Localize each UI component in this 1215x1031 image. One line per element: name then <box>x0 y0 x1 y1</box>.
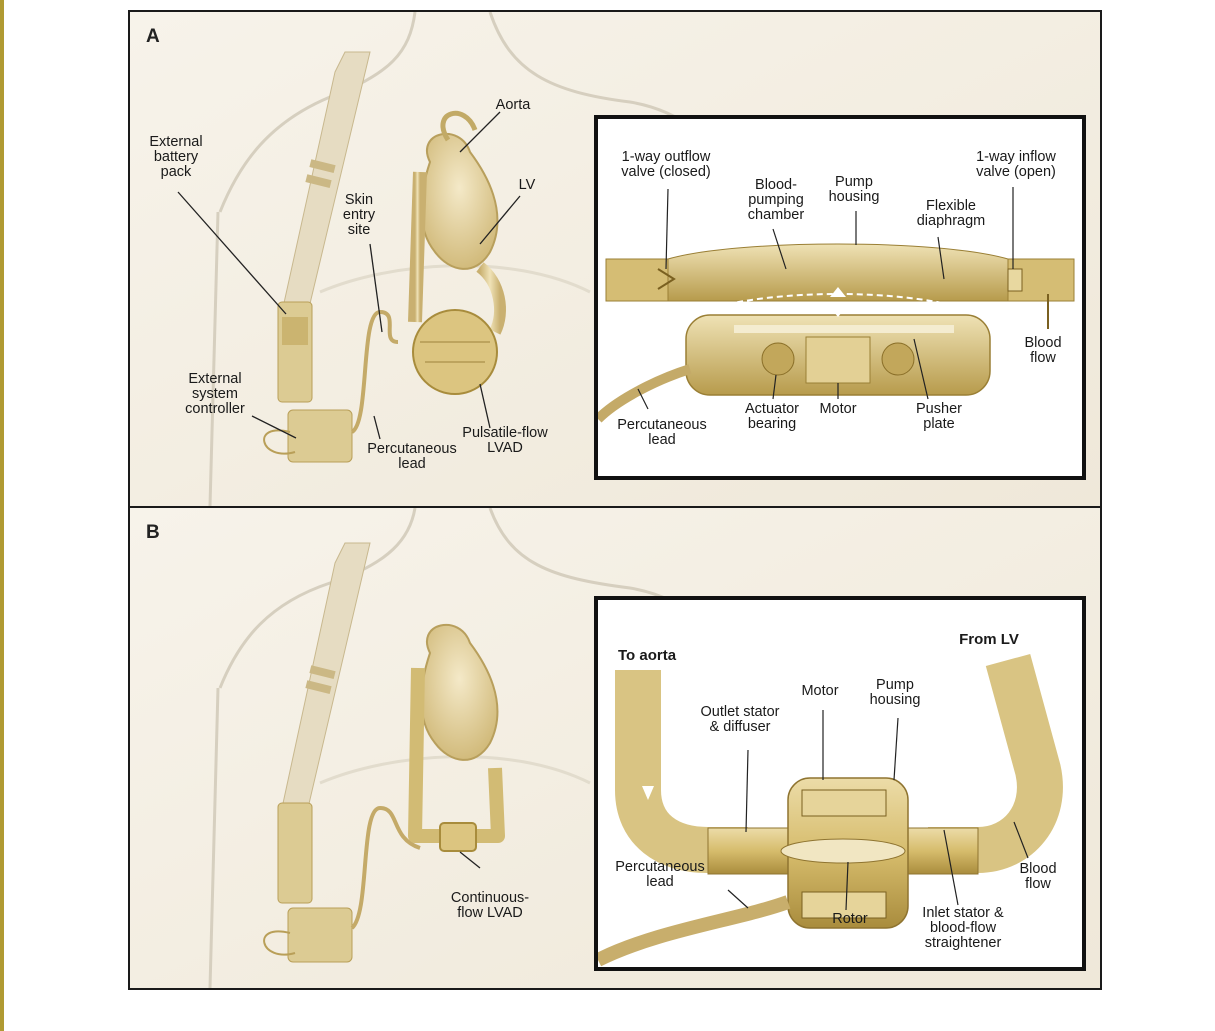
motor-top <box>802 790 886 816</box>
system-controller <box>288 410 352 462</box>
label-battery-pack: External battery pack <box>136 135 216 180</box>
label-external-system-controller: External system controller <box>170 372 260 417</box>
label-actuator-bearing: Actuator bearing <box>732 402 812 432</box>
page-margin-rule <box>0 0 4 1031</box>
label-from-lv: From LV <box>944 632 1034 647</box>
actuator-bearing-right <box>882 343 914 375</box>
inset-percutaneous-lead <box>598 369 690 419</box>
label-aorta: Aorta <box>483 98 543 113</box>
label-blood-flow-b: Blood flow <box>1008 862 1068 892</box>
label-lv: LV <box>507 178 547 193</box>
label-pump-housing: Pump housing <box>824 175 884 205</box>
panel-b: B Continuous- flow LVAD <box>130 508 1100 988</box>
pusher-plate <box>734 325 954 333</box>
outflow-conduit <box>415 172 420 322</box>
motor-block <box>806 337 870 383</box>
system-controller-b <box>288 908 352 962</box>
panel-a-letter: A <box>146 26 160 48</box>
label-pump-housing-b: Pump housing <box>860 678 930 708</box>
label-blood-pumping-chamber: Blood- pumping chamber <box>736 178 816 223</box>
label-inset-b-percutaneous-lead: Percutaneous lead <box>600 860 720 890</box>
label-motor: Motor <box>813 402 863 417</box>
rotor <box>781 839 905 863</box>
label-inset-percutaneous-lead: Percutaneous lead <box>602 418 722 448</box>
panel-a: A External battery pack Skin entry site … <box>130 12 1100 508</box>
inset-b-percutaneous-lead <box>598 902 788 960</box>
panel-b-letter: B <box>146 522 160 544</box>
continuous-lvad-inset: To aorta From LV Motor Pump housing Outl… <box>594 596 1086 971</box>
inflow-valve <box>1008 269 1022 291</box>
label-outflow-valve: 1-way outflow valve (closed) <box>606 150 726 180</box>
label-to-aorta: To aorta <box>618 648 718 663</box>
label-inflow-valve: 1-way inflow valve (open) <box>958 150 1074 180</box>
continuous-flow-pump <box>440 823 476 851</box>
label-pusher-plate: Pusher plate <box>904 402 974 432</box>
battery-pack-b <box>278 803 312 903</box>
label-flexible-diaphragm: Flexible diaphragm <box>906 199 996 229</box>
label-pulsatile-flow-lvad: Pulsatile-flow LVAD <box>450 426 560 456</box>
lvad-figure: A External battery pack Skin entry site … <box>128 10 1102 990</box>
label-blood-flow: Blood flow <box>1018 336 1068 366</box>
label-rotor: Rotor <box>820 912 880 927</box>
label-outlet-stator: Outlet stator & diffuser <box>690 705 790 735</box>
lv-elbow <box>928 660 1040 850</box>
label-motor-b: Motor <box>790 684 850 699</box>
battery-cell <box>282 317 308 345</box>
label-inlet-stator: Inlet stator & blood-flow straightener <box>908 906 1018 951</box>
label-continuous-flow-lvad: Continuous- flow LVAD <box>435 891 545 921</box>
label-skin-entry-site: Skin entry site <box>334 193 384 238</box>
pulsatile-lvad-inset: 1-way outflow valve (closed) Blood- pump… <box>594 115 1086 480</box>
pulsatile-pump <box>413 310 497 394</box>
aorta-elbow <box>638 670 748 850</box>
actuator-bearing-left <box>762 343 794 375</box>
